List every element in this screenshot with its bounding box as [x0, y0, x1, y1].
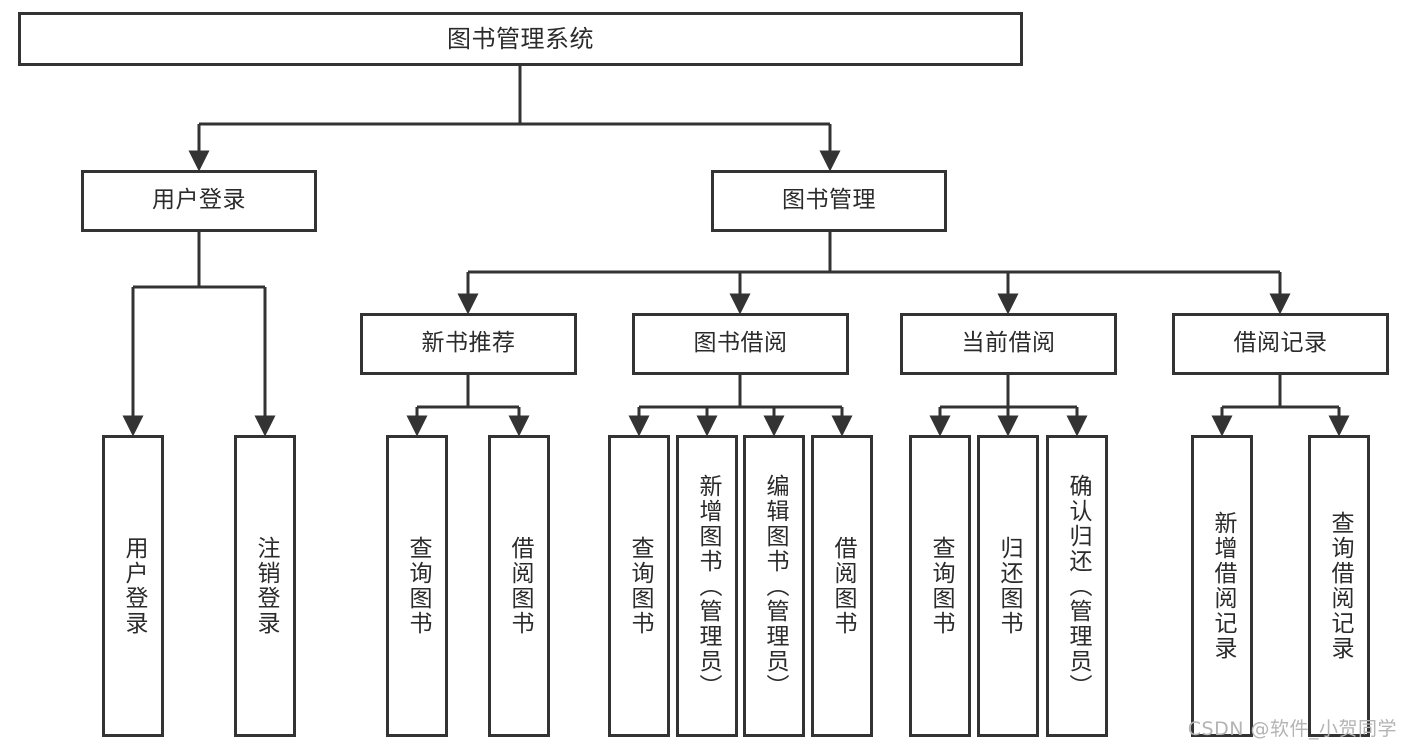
leaf-book-borrow-3[interactable]: 编辑图书（管理员） [743, 435, 805, 737]
node-borrow-record-label: 借阅记录 [1233, 330, 1328, 357]
node-book-borrow-label: 图书借阅 [693, 330, 788, 357]
node-borrow-record[interactable]: 借阅记录 [1172, 313, 1389, 375]
leaf-book-borrow-1-label: 查询图书 [626, 536, 653, 636]
csdn-watermark: CSDN @软件_小贺同学 [1187, 718, 1397, 740]
node-root[interactable]: 图书管理系统 [18, 12, 1023, 66]
node-book-borrow[interactable]: 图书借阅 [632, 313, 849, 375]
leaf-user-login-2[interactable]: 注销登录 [234, 435, 296, 737]
node-user-login-label: 用户登录 [152, 187, 246, 214]
node-new-book-recommend[interactable]: 新书推荐 [360, 313, 577, 375]
leaf-user-login-1[interactable]: 用户登录 [102, 435, 164, 737]
node-root-label: 图书管理系统 [447, 24, 594, 53]
leaf-new-book-2[interactable]: 借阅图书 [488, 435, 550, 737]
node-book-manage[interactable]: 图书管理 [711, 170, 947, 232]
leaf-new-book-2-label: 借阅图书 [506, 536, 533, 636]
leaf-book-borrow-2-label: 新增图书（管理员） [694, 473, 721, 699]
leaf-book-borrow-2[interactable]: 新增图书（管理员） [676, 435, 738, 737]
leaf-user-login-1-label: 用户登录 [120, 536, 147, 636]
leaf-borrow-record-2-label: 查询借阅记录 [1326, 511, 1353, 661]
leaf-book-borrow-1[interactable]: 查询图书 [608, 435, 670, 737]
leaf-current-borrow-3-label: 确认归还（管理员） [1064, 473, 1091, 699]
leaf-borrow-record-1-label: 新增借阅记录 [1209, 511, 1236, 661]
leaf-current-borrow-3[interactable]: 确认归还（管理员） [1046, 435, 1108, 737]
leaf-current-borrow-1-label: 查询图书 [927, 536, 954, 636]
leaf-borrow-record-1[interactable]: 新增借阅记录 [1191, 435, 1253, 737]
leaf-book-borrow-4-label: 借阅图书 [829, 536, 856, 636]
leaf-current-borrow-2-label: 归还图书 [995, 536, 1022, 636]
leaf-book-borrow-3-label: 编辑图书（管理员） [761, 473, 788, 699]
leaf-borrow-record-2[interactable]: 查询借阅记录 [1308, 435, 1370, 737]
node-new-book-recommend-label: 新书推荐 [421, 330, 516, 357]
node-book-manage-label: 图书管理 [782, 187, 876, 214]
leaf-current-borrow-1[interactable]: 查询图书 [909, 435, 971, 737]
node-user-login[interactable]: 用户登录 [81, 170, 317, 232]
leaf-user-login-2-label: 注销登录 [252, 536, 279, 636]
leaf-book-borrow-4[interactable]: 借阅图书 [811, 435, 873, 737]
leaf-new-book-1[interactable]: 查询图书 [386, 435, 448, 737]
node-current-borrow-label: 当前借阅 [961, 330, 1056, 357]
leaf-new-book-1-label: 查询图书 [404, 536, 431, 636]
leaf-current-borrow-2[interactable]: 归还图书 [977, 435, 1039, 737]
node-current-borrow[interactable]: 当前借阅 [900, 313, 1117, 375]
